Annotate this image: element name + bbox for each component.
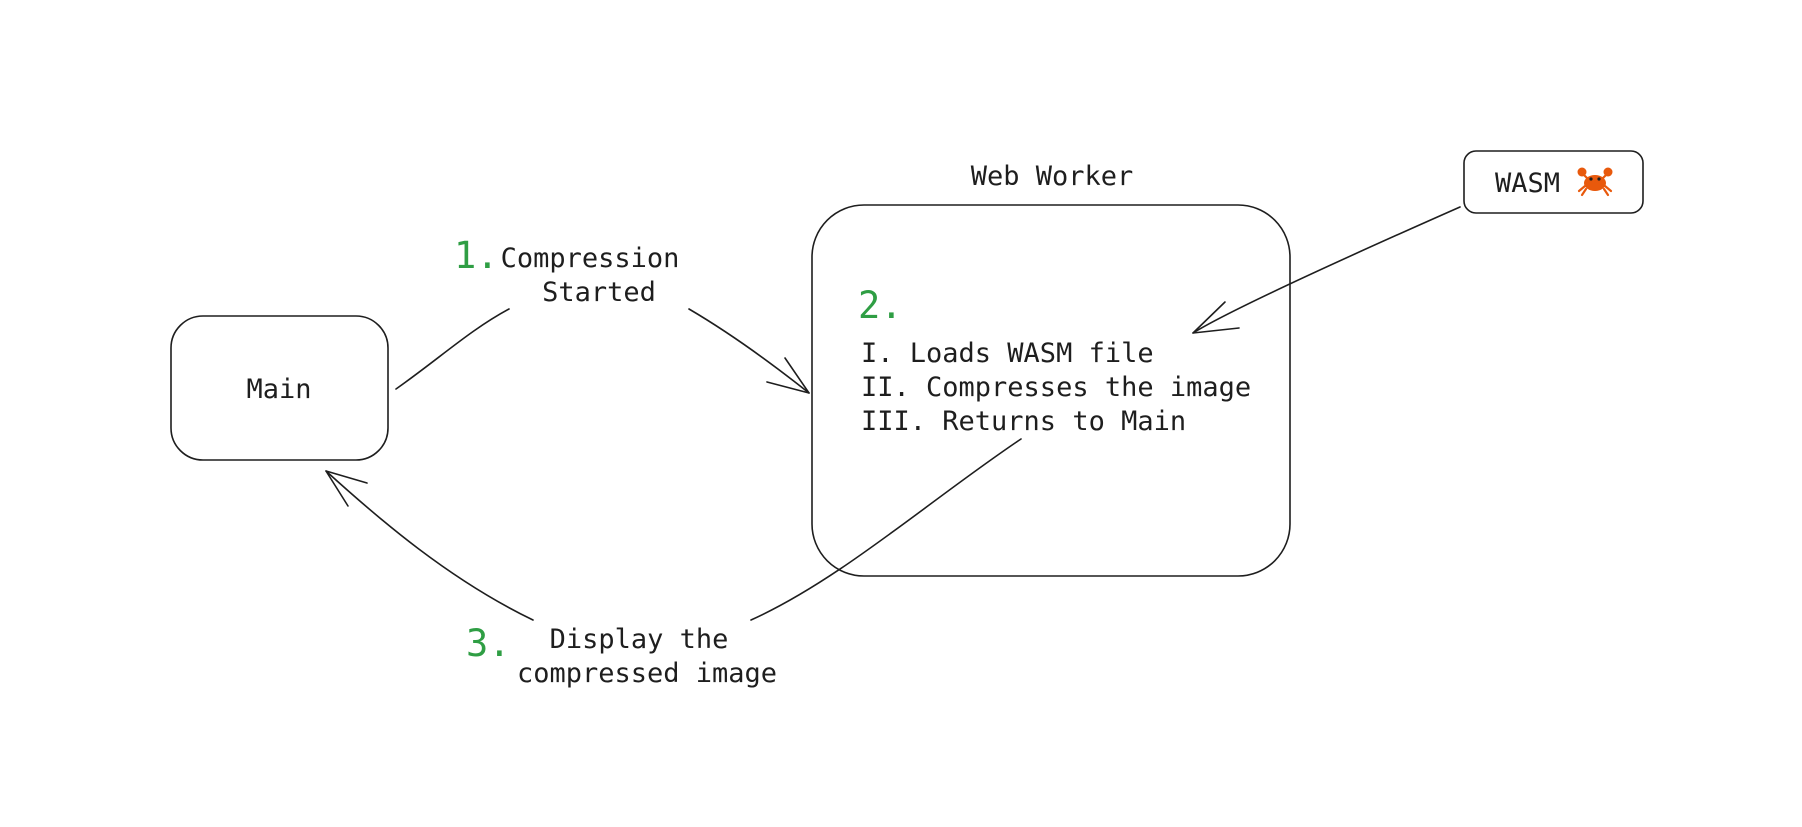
edge-label-line: Compression xyxy=(501,243,680,274)
main-label: Main xyxy=(246,374,311,405)
arrow-main-to-worker-end xyxy=(688,308,810,394)
arrow-wasm-to-worker xyxy=(1192,206,1461,334)
wasm-to-worker-edge[interactable] xyxy=(1192,206,1461,334)
edge-label-line: Started xyxy=(542,277,656,308)
step-3-number: 3. xyxy=(466,622,511,665)
web-worker-step: I. Loads WASM file xyxy=(861,338,1154,369)
main-node[interactable]: Main xyxy=(170,315,389,461)
display-image-edge[interactable]: 3. Display the compressed image xyxy=(325,438,1022,689)
arrow-head xyxy=(766,357,810,394)
step-1-number: 1. xyxy=(454,234,499,277)
arrow-head xyxy=(1192,301,1240,334)
web-worker-step: II. Compresses the image xyxy=(861,372,1251,403)
crab-icon xyxy=(1577,167,1613,197)
web-worker-step: III. Returns to Main xyxy=(861,406,1186,437)
step-2-number: 2. xyxy=(858,284,903,327)
arrow-main-to-worker-start xyxy=(395,308,510,390)
wasm-label: WASM xyxy=(1495,168,1560,199)
edge-label-line: compressed image xyxy=(517,658,777,689)
wasm-node[interactable]: WASM xyxy=(1463,150,1644,214)
arrow-worker-to-main-end xyxy=(325,470,534,621)
compression-started-edge[interactable]: 1. Compression Started xyxy=(395,234,810,394)
arrow-worker-to-main-start xyxy=(750,438,1022,621)
edge-label-line: Display the xyxy=(550,624,729,655)
web-worker-node[interactable]: Web Worker 2. I. Loads WASM file II. Com… xyxy=(811,161,1291,577)
arrow-head xyxy=(325,470,368,507)
web-worker-title: Web Worker xyxy=(971,161,1134,192)
